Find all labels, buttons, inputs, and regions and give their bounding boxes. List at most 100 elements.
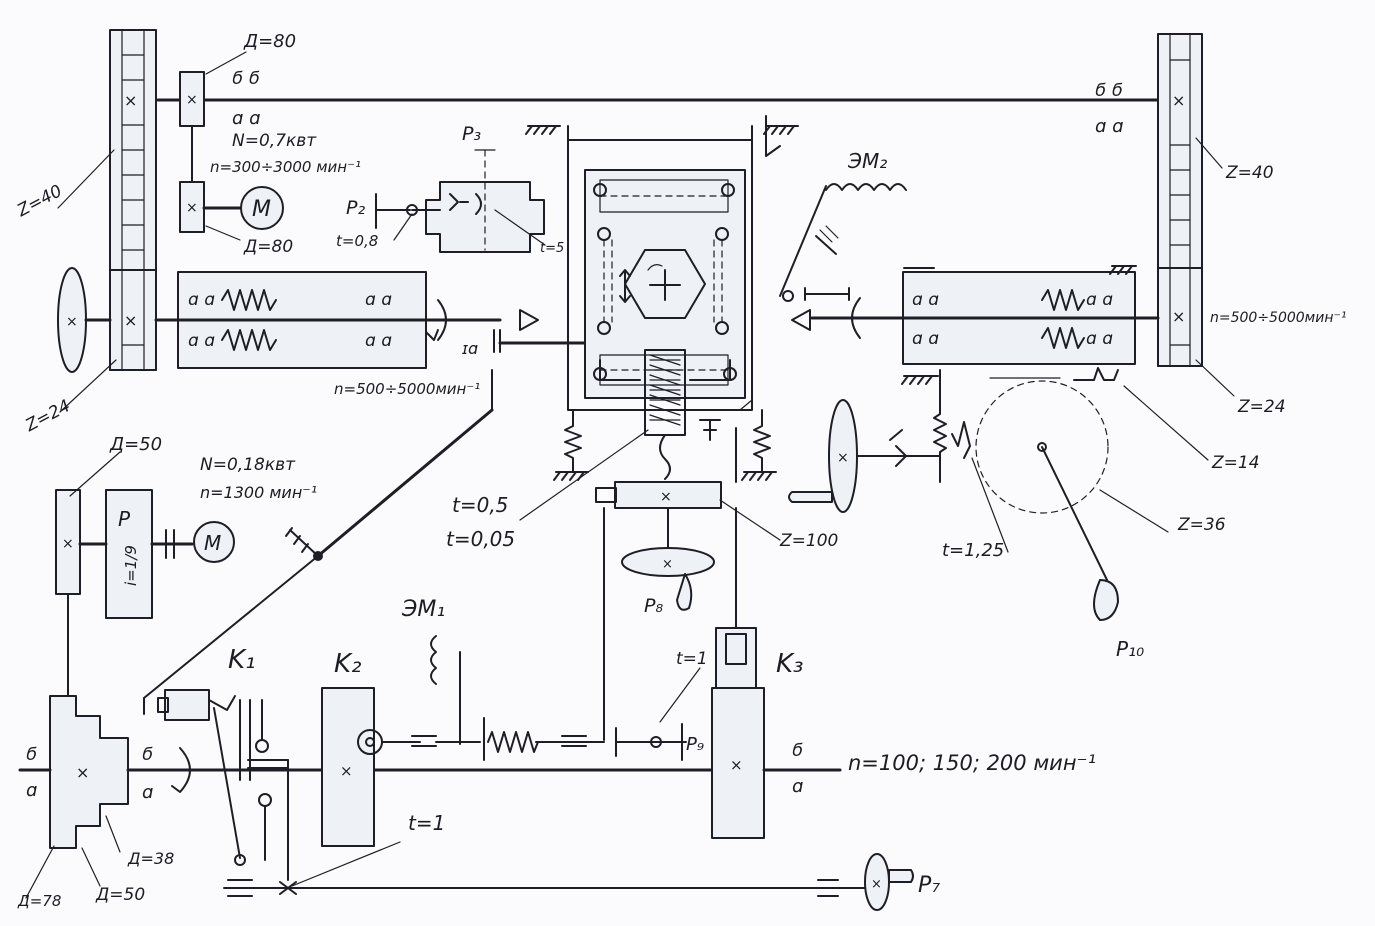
label-k2: K₂	[334, 649, 361, 679]
svg-text:×: ×	[76, 763, 89, 782]
right-handwheel: ×	[788, 369, 971, 513]
svg-text:×: ×	[660, 489, 672, 505]
label-z24-left: Z=24	[21, 396, 73, 436]
annotation-labels: Д=80 Z=40 N=0,7квт n=300÷3000 мин⁻¹ Д=80…	[13, 31, 1346, 910]
label-p3: P₃	[462, 123, 481, 145]
svg-text:×: ×	[730, 756, 743, 774]
label-left-spindle-speed: n=500÷5000мин⁻¹	[334, 380, 480, 398]
svg-text:×: ×	[662, 557, 673, 572]
label-d38: Д=38	[127, 849, 174, 868]
label-t125: t=1,25	[942, 540, 1004, 561]
bearing-symbol: ϭ ϭ ɑ ɑ	[232, 68, 261, 129]
motor-label: M	[252, 197, 271, 222]
label-z40-left: Z=40	[13, 181, 65, 221]
label-t1-lower: t=1	[408, 811, 445, 835]
label-d80: Д=80	[243, 31, 296, 52]
z36-gear-p10	[975, 367, 1119, 621]
svg-text:ϭ: ϭ	[792, 740, 803, 761]
svg-text:ɪɑ: ɪɑ	[462, 339, 478, 358]
label-p7: P₇	[918, 873, 940, 898]
stepped-pulley: × ϭ ɑ ϭ ɑ	[18, 695, 722, 849]
p3-rotary-head	[375, 149, 546, 253]
label-bottom-motor-power: N=0,18квт	[200, 455, 296, 475]
bottom-motor-label: M	[204, 531, 221, 555]
label-top-motor-power: N=0,7квт	[232, 131, 317, 151]
svg-text:ɑ: ɑ	[142, 782, 153, 803]
bearing-symbol: ϭ ϭ ɑ ɑ	[1095, 80, 1124, 137]
top-motor: M	[202, 186, 284, 230]
label-d50-top: Д=50	[109, 434, 162, 455]
svg-text:ɑ ɑ: ɑ ɑ	[912, 290, 939, 310]
label-d78: Д=78	[17, 892, 61, 910]
svg-text:ɑ: ɑ	[26, 780, 37, 801]
svg-text:×: ×	[62, 536, 74, 552]
left-spindle-housing: ɑ ɑ ɑ ɑ ɑ ɑ ɑ ɑ ɪɑ	[154, 271, 590, 369]
top-transmission-shaft: ϭ ϭ ɑ ɑ ϭ ϭ ɑ ɑ	[156, 68, 1160, 137]
bottom-motor-drive: × M	[55, 489, 235, 701]
label-top-motor-speed: n=300÷3000 мин⁻¹	[210, 158, 361, 176]
k2-block: ×	[321, 687, 437, 847]
svg-text:ϭ: ϭ	[26, 744, 37, 765]
label-t-small: t=5	[540, 241, 564, 256]
svg-text:ɑ ɑ: ɑ ɑ	[1095, 116, 1124, 137]
svg-text:ɑ ɑ: ɑ ɑ	[1086, 290, 1113, 310]
svg-text:×: ×	[124, 311, 137, 330]
svg-text:ɑ ɑ: ɑ ɑ	[188, 290, 215, 310]
label-z36: Z=36	[1177, 515, 1226, 535]
label-reducer-ratio: i=1/9	[122, 545, 140, 586]
left-chain-drive: × ×	[109, 29, 157, 371]
svg-text:ϭ ϭ: ϭ ϭ	[1095, 80, 1123, 101]
label-output-speeds: n=100; 150; 200 мин⁻¹	[848, 751, 1096, 775]
label-z14: Z=14	[1211, 453, 1260, 473]
svg-text:ɑ ɑ: ɑ ɑ	[1086, 329, 1113, 349]
label-z100: Z=100	[779, 531, 838, 551]
label-p2: P₂	[346, 197, 365, 219]
diagonal-link	[143, 369, 494, 715]
svg-text:×: ×	[186, 92, 198, 108]
leader-lines	[25, 51, 1235, 899]
right-spindle-housing: ɑ ɑ ɑ ɑ ɑ ɑ ɑ ɑ	[791, 265, 1160, 385]
label-em1: ЭМ₁	[401, 597, 445, 622]
pulley-d80-upper: × ×	[179, 71, 205, 233]
label-d50-bottom: Д=50	[95, 885, 145, 905]
svg-text:ɑ: ɑ	[792, 776, 803, 797]
em1-solenoid	[430, 635, 605, 761]
label-p8: P₈	[644, 595, 663, 617]
label-reducer-p: P	[118, 507, 131, 531]
svg-text:×: ×	[186, 200, 198, 216]
svg-text:×: ×	[837, 450, 849, 466]
svg-text:ɑ ɑ: ɑ ɑ	[365, 290, 392, 310]
label-t05: t=0,5	[452, 493, 508, 517]
bottom-shaft-p7: ×	[223, 853, 914, 911]
svg-text:ɑ ɑ: ɑ ɑ	[912, 329, 939, 349]
label-p9: P₉	[686, 734, 704, 755]
svg-text:×: ×	[1172, 307, 1185, 326]
label-bottom-motor-speed: n=1300 мин⁻¹	[200, 483, 317, 502]
svg-text:×: ×	[124, 91, 137, 110]
label-k3: K₃	[776, 649, 803, 679]
label-t005: t=0,05	[446, 527, 515, 551]
label-t1-upper: t=1	[676, 649, 708, 669]
em2-linkage	[765, 115, 907, 302]
label-z24-right: Z=24	[1237, 397, 1286, 417]
label-t08: t=0,8	[336, 232, 378, 250]
label-z40-right: Z=40	[1225, 163, 1274, 183]
label-k1: K₁	[228, 645, 255, 675]
svg-text:ϭ ϭ: ϭ ϭ	[232, 68, 260, 89]
label-d80-lower: Д=80	[243, 237, 293, 257]
handwheel-left: ×	[57, 267, 112, 373]
central-slide-frame	[525, 125, 799, 481]
label-right-spindle-speed: n=500÷5000мин⁻¹	[1210, 310, 1347, 326]
svg-text:×: ×	[1172, 91, 1185, 110]
svg-text:×: ×	[66, 314, 78, 330]
k1-clutch	[157, 689, 289, 881]
svg-text:ɑ ɑ: ɑ ɑ	[232, 108, 261, 129]
svg-text:ɑ ɑ: ɑ ɑ	[188, 331, 215, 351]
k3-p9-assembly: × ϭ ɑ	[615, 627, 842, 839]
svg-text:ɑ ɑ: ɑ ɑ	[365, 331, 392, 351]
svg-text:×: ×	[871, 877, 882, 892]
z100-gear-p8: × ×	[595, 427, 737, 741]
label-em2: ЭМ₂	[847, 149, 887, 173]
